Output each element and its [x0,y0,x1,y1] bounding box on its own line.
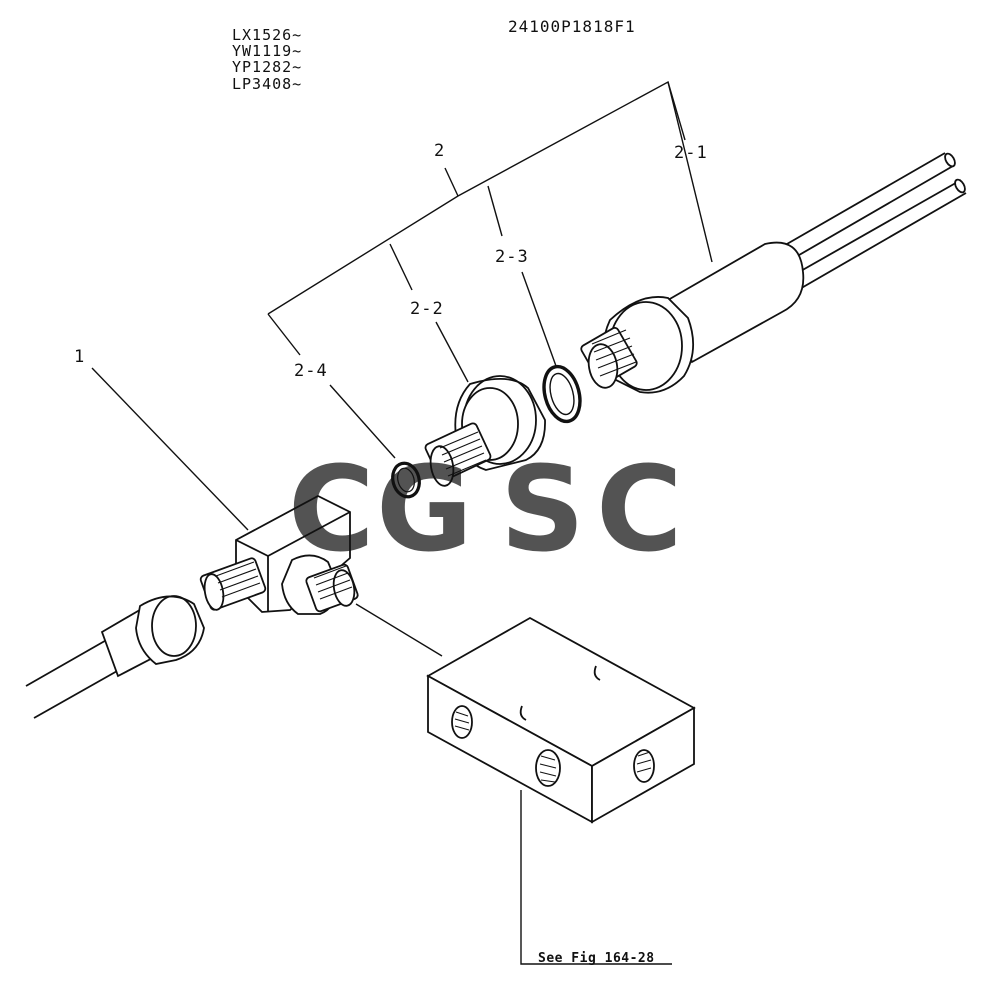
callout-2: 2 [434,141,445,161]
tee-fitting-1 [199,494,359,615]
hose-nut [135,595,205,665]
o-ring-2-3 [542,364,582,424]
callout-2-4: 2-4 [294,361,328,381]
watermark-letter-2: G [376,440,473,578]
leader-2 [444,167,459,197]
hose-line-upper [25,637,111,687]
serial-range-3: YP1282~ [232,58,302,76]
sensor-wires [779,152,967,291]
o-ring-2-4 [391,461,421,499]
top-hole-1 [593,665,601,681]
watermark-letter-3: S [500,440,585,578]
port-center [535,749,561,787]
leader-lines [91,80,713,965]
sensor-body [666,241,805,364]
leader-see-fig [520,790,672,965]
top-hole-2 [519,705,527,721]
serial-range-1: LX1526~ [232,26,302,44]
adapter-2-2 [424,375,546,487]
callout-2-3: 2-3 [495,247,529,267]
sensor-2-1 [580,152,967,394]
callout-2-2: 2-2 [410,299,444,319]
serial-range-2: YW1119~ [232,42,302,60]
port-side [633,749,655,783]
manifold-block [426,616,696,824]
watermark-letter-1: C [288,440,375,578]
watermark-letter-4: C [596,440,683,578]
callout-2-1: 2-1 [674,143,708,163]
leader-2-2 [389,243,413,291]
port-left [451,705,473,739]
serial-range-block: LX1526~ YW1119~ YP1282~ LP3408~ [232,26,302,93]
leader-2-3 [487,185,503,237]
hose-assembly [25,595,205,719]
see-fig-note: See Fig 164-28 [538,951,655,966]
bracket-2 [267,80,713,315]
callout-1: 1 [74,347,85,367]
leader-manifold [355,603,443,657]
leader-2-4 [267,313,301,356]
serial-range-4: LP3408~ [232,75,302,93]
hose-line-lower [33,665,127,719]
cgsc-watermark: C G S C [288,440,683,578]
leader-1 [91,367,249,531]
drawing-code: 24100P1818F1 [508,17,636,36]
